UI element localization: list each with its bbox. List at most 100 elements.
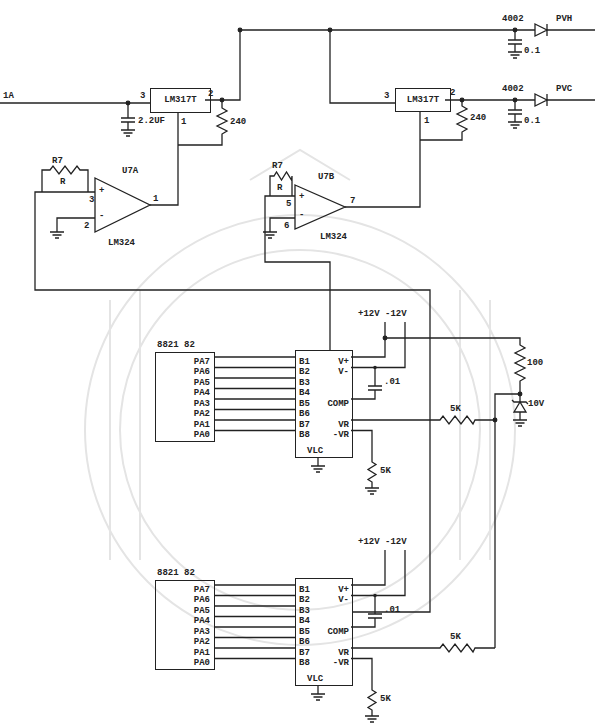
watermark-seal — [85, 150, 515, 645]
pin-name: B1 — [299, 357, 310, 367]
pin-name: V- — [338, 367, 349, 377]
pin-name: PA2 — [194, 637, 210, 647]
wire-connector — [215, 584, 295, 585]
wire-connector — [215, 388, 295, 389]
pin-name: -VR — [333, 430, 349, 440]
opamp-symbol: U7BLM324 — [295, 185, 345, 229]
pin-name: PA0 — [194, 430, 210, 440]
component-label: R — [277, 183, 282, 193]
pin-name: B7 — [299, 420, 310, 430]
pin-name: LM324 — [320, 232, 347, 242]
pin-name: PA5 — [194, 606, 210, 616]
component-label: PVC — [556, 84, 572, 94]
pin-number: 4002 — [502, 14, 524, 24]
pin-name: B5 — [299, 627, 310, 637]
pin-number: 3 — [140, 91, 145, 101]
component-label: 5K — [450, 404, 461, 414]
component-label: R7 — [272, 161, 283, 171]
part-name: 8821 82 — [157, 568, 195, 578]
pin-name: PA3 — [194, 399, 210, 409]
wire-connector — [215, 398, 295, 399]
wire-connector — [215, 626, 295, 627]
wire-connector — [215, 356, 295, 357]
pin-name: PA4 — [194, 388, 210, 398]
pin-name: V+ — [338, 357, 349, 367]
pin-name: B1 — [299, 585, 310, 595]
wire-connector — [215, 616, 295, 617]
component-label: 5K — [380, 466, 391, 476]
port-connector: 8821 82PA7PA6PA5PA4PA3PA2PA1PA0 — [155, 580, 215, 670]
component-label: PVH — [556, 14, 572, 24]
pin-number: 2 — [84, 221, 89, 231]
pin-name: COMP — [327, 627, 349, 637]
dac-ic: B1B2B3B4B5B6B7B8V+V-COMPVR-VRVLC — [295, 578, 353, 686]
pin-number: 5 — [286, 199, 291, 209]
regulator-ic: LM317T — [150, 88, 211, 113]
pin-name: PA3 — [194, 627, 210, 637]
pin-name: B7 — [299, 648, 310, 658]
pin-name: B2 — [299, 595, 310, 605]
port-connector: 8821 82PA7PA6PA5PA4PA3PA2PA1PA0 — [155, 352, 215, 442]
component-label: 5K — [380, 694, 391, 704]
part-name: U7B — [318, 172, 334, 182]
pin-name: COMP — [327, 399, 349, 409]
pin-name: PA2 — [194, 409, 210, 419]
wire-connector — [215, 377, 295, 378]
pin-number: 3 — [384, 91, 389, 101]
component-label: R7 — [52, 156, 63, 166]
component-label: 1A — [3, 91, 14, 101]
component-label: 0.1 — [524, 46, 540, 56]
pin-number: 2 — [208, 89, 213, 99]
regulator-ic: LM317T — [395, 88, 451, 112]
component-label: - — [299, 210, 304, 220]
wire-connector — [215, 658, 295, 659]
part-name: 8821 82 — [157, 340, 195, 350]
wire-connector — [345, 112, 420, 207]
wire-connector — [215, 430, 295, 431]
pin-number: 1 — [424, 116, 429, 126]
pin-name: B4 — [299, 616, 310, 626]
component-label: 0.1 — [524, 116, 540, 126]
pin-name: PA1 — [194, 420, 210, 430]
pin-name: B8 — [299, 658, 310, 668]
pin-name: PA7 — [194, 357, 210, 367]
component-label: .01 — [384, 377, 400, 387]
pin-name: B5 — [299, 399, 310, 409]
pin-name: PA0 — [194, 658, 210, 668]
part-name: U7A — [122, 166, 138, 176]
pin-name: V+ — [338, 585, 349, 595]
component-label: 10V — [528, 399, 544, 409]
pin-name: B3 — [299, 606, 310, 616]
component-label: + — [299, 192, 304, 202]
pin-name: VLC — [307, 674, 323, 684]
pin-name: VR — [338, 648, 349, 658]
pin-number: 6 — [284, 221, 289, 231]
pin-name: LM324 — [108, 238, 135, 248]
pin-number: 240 — [470, 113, 486, 123]
component-label: .01 — [384, 605, 400, 615]
wire-connector — [215, 647, 295, 648]
pin-name: VLC — [307, 446, 323, 456]
wire-connector — [215, 605, 295, 606]
pin-name: PA1 — [194, 648, 210, 658]
part-name: LM317T — [151, 95, 210, 105]
wire-connector — [215, 367, 295, 368]
pin-name: -VR — [333, 658, 349, 668]
pin-name: PA6 — [194, 595, 210, 605]
pin-number: 240 — [230, 117, 246, 127]
pin-name: B3 — [299, 378, 310, 388]
component-label: 5K — [450, 632, 461, 642]
pin-name: B6 — [299, 409, 310, 419]
pin-number: 1 — [181, 117, 186, 127]
component-label: R — [60, 177, 65, 187]
pin-name: V- — [338, 595, 349, 605]
component-label: 2.2UF — [138, 116, 165, 126]
pin-number: 1 — [153, 194, 158, 204]
pin-number: 4002 — [502, 84, 524, 94]
component-label: +12V -12V — [358, 309, 407, 319]
pin-number: 7 — [350, 196, 355, 206]
pin-name: PA6 — [194, 367, 210, 377]
pin-name: PA4 — [194, 616, 210, 626]
pin-number: 2 — [450, 88, 455, 98]
